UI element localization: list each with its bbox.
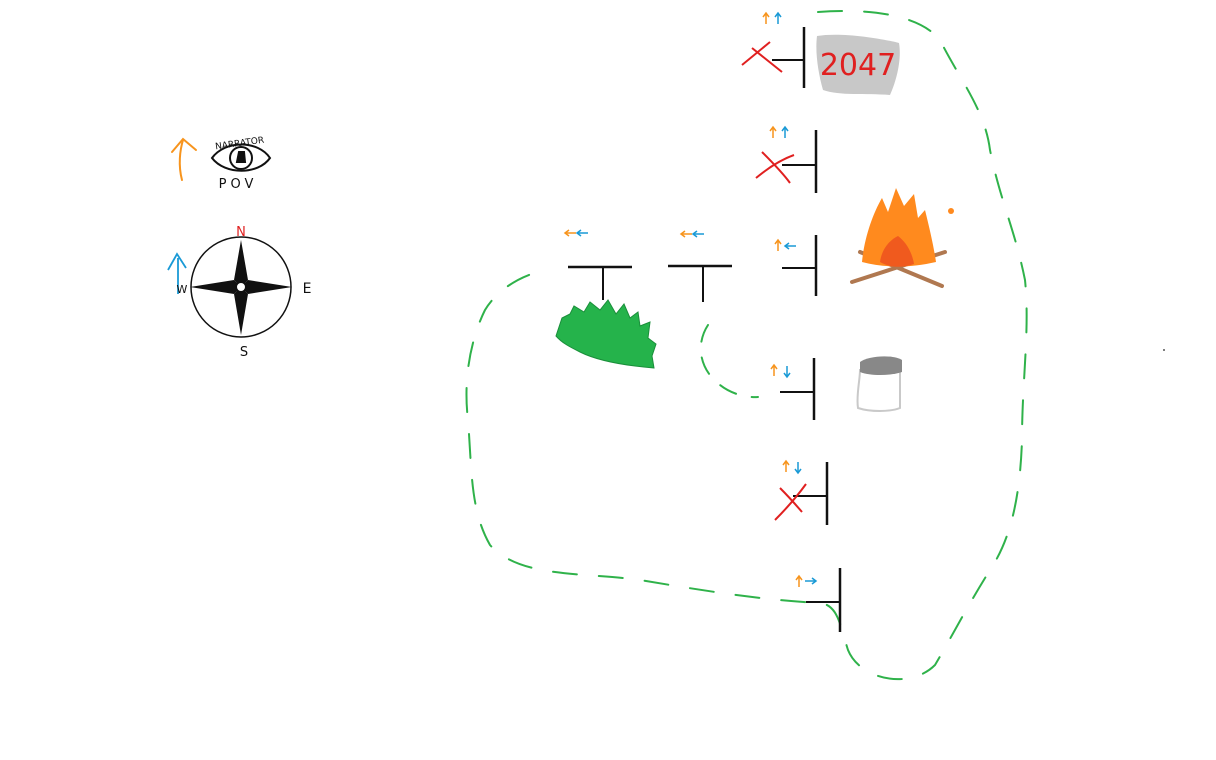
pov-caption: POV — [219, 177, 258, 192]
bucket-icon — [856, 356, 902, 412]
signpost-3 — [774, 235, 818, 296]
narrator-caption: NARRATOR — [215, 136, 265, 153]
path-outer-loop — [465, 9, 1028, 681]
signpost-7 — [563, 229, 632, 300]
direction-arrows-icon — [795, 574, 818, 587]
cross-mark-icon — [741, 41, 783, 73]
direction-arrows-icon — [782, 459, 802, 475]
compass-blue-arrow-icon — [167, 252, 187, 294]
cross-mark-icon — [755, 151, 795, 184]
direction-arrows-icon — [769, 125, 789, 138]
direction-arrows-icon — [679, 230, 704, 238]
signpost-5 — [774, 459, 829, 525]
signpost-2 — [755, 125, 818, 193]
direction-arrows-icon — [762, 11, 782, 24]
compass-north-label: N — [236, 225, 246, 240]
sign-2047-icon: 2047 — [816, 34, 900, 95]
path-inner-loop — [699, 324, 759, 399]
direction-arrows-icon — [774, 238, 796, 251]
signpost-1 — [741, 11, 806, 88]
speck-dot — [1163, 349, 1165, 351]
sign-2047-text: 2047 — [820, 48, 896, 83]
narrator-eye-icon — [210, 143, 272, 172]
compass-south-label: S — [240, 345, 248, 360]
compass-east-label: E — [303, 281, 312, 297]
cross-mark-icon — [774, 483, 807, 521]
signpost-6 — [795, 568, 842, 632]
signpost-4 — [770, 358, 816, 420]
bush-icon — [555, 299, 657, 369]
direction-arrows-icon — [563, 229, 588, 237]
direction-arrows-icon — [770, 363, 791, 379]
campfire-icon — [850, 188, 954, 288]
narrator-legend: NARRATOR POV — [171, 136, 272, 192]
narrator-arrow-icon — [171, 137, 197, 181]
signpost-8 — [668, 230, 732, 302]
compass-icon: N E S W — [167, 225, 312, 360]
compass-west-label: W — [177, 283, 188, 296]
